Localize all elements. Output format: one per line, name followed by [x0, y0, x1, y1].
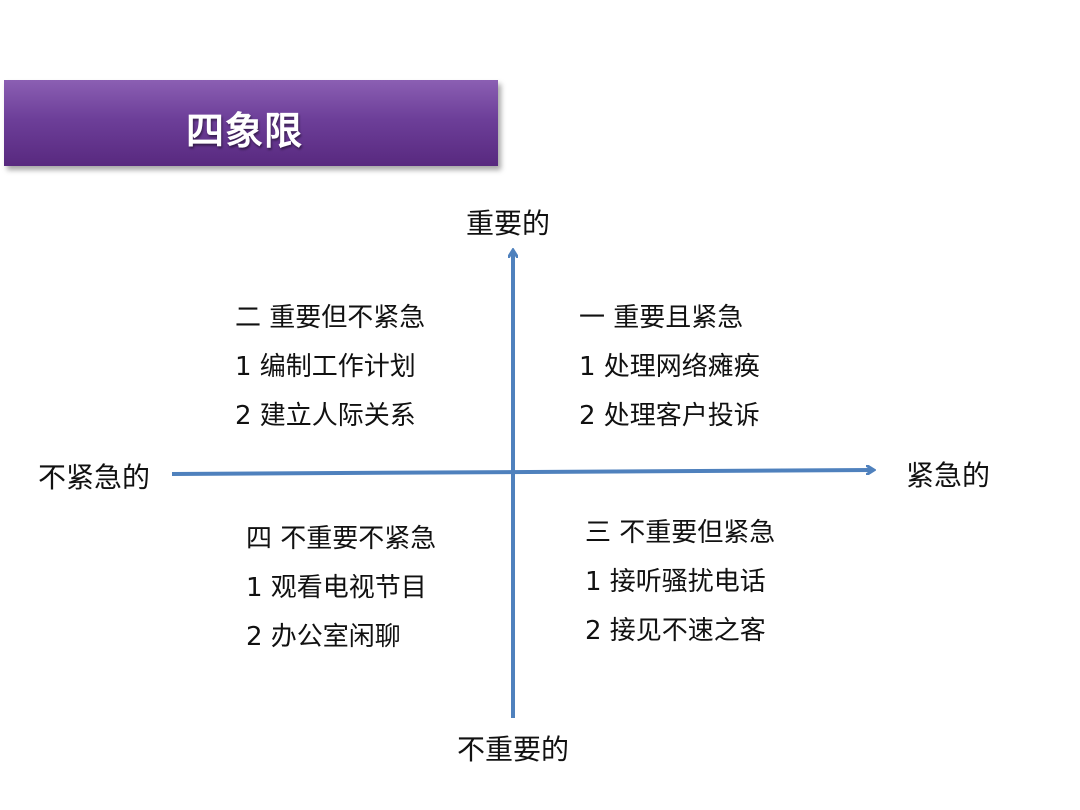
quadrant-heading: 二 重要但不紧急	[235, 303, 426, 333]
quadrant-heading: 一 重要且紧急	[579, 303, 744, 333]
quadrant-top-left: 二 重要但不紧急 1 编制工作计划 2 建立人际关系	[235, 303, 425, 450]
quadrant-item: 1 观看电视节目	[246, 573, 427, 603]
quadrant-heading: 三 不重要但紧急	[585, 518, 776, 548]
quadrant-item: 1 接听骚扰电话	[585, 567, 766, 597]
title-banner	[4, 80, 498, 166]
quadrant-bottom-right: 三 不重要但紧急 1 接听骚扰电话 2 接见不速之客	[585, 518, 775, 665]
quadrant-item: 1 处理网络瘫痪	[579, 352, 760, 382]
axis-label-left: 不紧急的	[38, 461, 151, 494]
quadrant-top-right: 一 重要且紧急 1 处理网络瘫痪 2 处理客户投诉	[579, 303, 760, 450]
page-title: 四象限	[186, 109, 304, 153]
quadrant-item: 2 办公室闲聊	[246, 622, 401, 652]
quadrant-item: 2 处理客户投诉	[579, 401, 760, 431]
quadrant-heading: 四 不重要不紧急	[246, 524, 437, 554]
horizontal-axis	[171, 470, 872, 476]
quadrant-item: 2 接见不速之客	[585, 616, 766, 646]
axis-label-top: 重要的	[466, 207, 551, 240]
axis-label-bottom: 不重要的	[457, 733, 570, 766]
axis-label-right: 紧急的	[906, 459, 991, 492]
quadrant-bottom-left: 四 不重要不紧急 1 观看电视节目 2 办公室闲聊	[246, 524, 436, 671]
quadrant-item: 2 建立人际关系	[235, 401, 416, 431]
quadrant-item: 1 编制工作计划	[235, 352, 416, 382]
